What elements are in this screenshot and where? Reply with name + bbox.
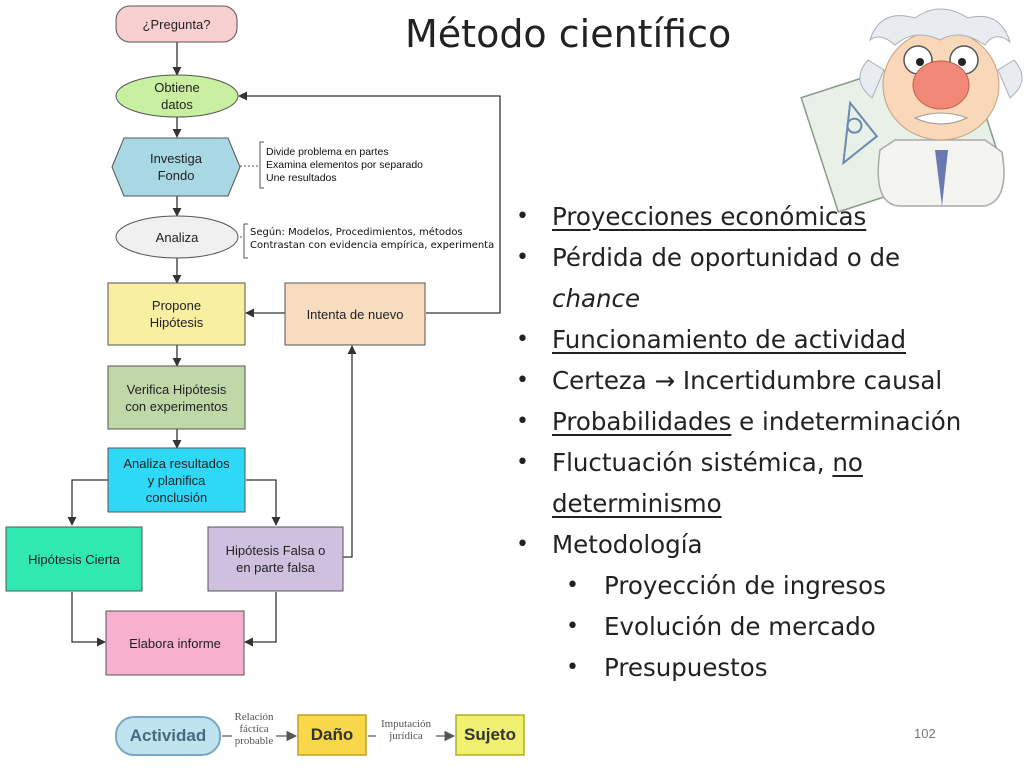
bullet-text: Evolución de mercado xyxy=(604,612,876,641)
sub-bullet-item: Evolución de mercado xyxy=(510,606,1020,647)
question-node xyxy=(115,5,238,43)
report-text: Elabora informe xyxy=(129,635,221,651)
analyze-notes: Según: Modelos, Procedimientos, métodos … xyxy=(250,226,494,252)
propose-line-1: Propone xyxy=(151,298,202,313)
analyze-text: Analiza xyxy=(155,229,199,245)
bullet-item: Metodología xyxy=(510,524,1020,565)
propose-line-2: Hipótesis xyxy=(149,315,204,330)
bottom-imputation-note: Imputación jurídica xyxy=(374,718,438,742)
bullet-text: Pérdida de oportunidad o de xyxy=(552,243,901,272)
question-label: ¿Pregunta? xyxy=(116,6,237,42)
research-notes: Divide problema en partes Examina elemen… xyxy=(266,146,423,185)
false-hypothesis-line-1: Hipótesis Falsa o xyxy=(225,543,326,558)
bullet-text: chance xyxy=(552,284,641,313)
question-text: ¿Pregunta? xyxy=(142,16,211,32)
flowchart-nodes xyxy=(5,5,426,676)
analyze-note-1: Según: Modelos, Procedimientos, métodos xyxy=(250,227,463,238)
research-line-2: Fondo xyxy=(157,168,195,183)
slide-title: Método científico xyxy=(405,12,732,56)
bullet-item: Proyecciones económicas xyxy=(510,196,1020,237)
bottom-activity-box xyxy=(115,716,221,756)
bottom-relation-note: Relación fáctica probable xyxy=(226,711,282,747)
bullet-text-underlined: no xyxy=(832,448,863,477)
relation-line-2: fáctica xyxy=(239,723,269,735)
analyze-node xyxy=(115,215,239,259)
bottom-damage-box xyxy=(297,714,367,756)
bullet-text: Presupuestos xyxy=(604,653,768,682)
obtain-data-label: Obtiene datos xyxy=(116,75,238,117)
research-node xyxy=(111,137,241,197)
propose-label: Propone Hipótesis xyxy=(108,283,245,345)
true-hypothesis-label: Hipótesis Cierta xyxy=(6,527,142,591)
analyze-label: Analiza xyxy=(116,216,238,258)
verify-line-2: con experimentos xyxy=(125,398,228,414)
sub-bullet-item: Proyección de ingresos xyxy=(510,565,1020,606)
bullet-list: Proyecciones económicas Pérdida de oport… xyxy=(510,196,1020,688)
bullet-text: Certeza → Incertidumbre causal xyxy=(552,366,943,395)
false-hypothesis-line-2: en parte falsa xyxy=(236,560,315,575)
imputation-line-1: Imputación xyxy=(380,718,432,730)
research-note-1: Divide problema en partes xyxy=(266,146,389,158)
sub-bullet-item: Presupuestos xyxy=(510,647,1020,688)
bullet-text: Metodología xyxy=(552,530,703,559)
analyze-results-label: Analiza resultados y planifica conclusió… xyxy=(108,448,245,512)
bullet-text: Fluctuación sistémica, xyxy=(552,448,833,477)
bullet-text: e indeterminación xyxy=(731,407,962,436)
true-hypothesis-node xyxy=(5,526,143,592)
obtain-data-line-1: Obtiene xyxy=(154,80,200,95)
report-label: Elabora informe xyxy=(106,611,244,675)
page-number: 102 xyxy=(914,726,936,741)
report-node xyxy=(105,610,245,676)
research-note-3: Une resultados xyxy=(266,172,337,184)
obtain-data-line-2: datos xyxy=(161,97,193,112)
bullet-item: Probabilidades e indeterminación xyxy=(510,401,1020,442)
analyze-results-line-2: y planifica xyxy=(147,472,206,488)
verify-label: Verifica Hipótesis con experimentos xyxy=(108,366,245,429)
bullet-text: determinismo xyxy=(552,489,722,518)
bullet-text: Proyección de ingresos xyxy=(604,571,886,600)
try-again-text: Intenta de nuevo xyxy=(306,306,404,322)
analyze-results-node xyxy=(107,447,246,513)
research-line-1: Investiga xyxy=(149,151,203,166)
bullet-item: Fluctuación sistémica, no xyxy=(510,442,1020,483)
bullet-item: Certeza → Incertidumbre causal xyxy=(510,360,1020,401)
bottom-damage-label: Daño xyxy=(310,725,354,744)
bottom-activity-label: Actividad xyxy=(129,726,207,745)
try-again-node xyxy=(284,282,426,346)
verify-node xyxy=(107,365,246,430)
propose-node xyxy=(107,282,246,346)
relation-line-1: Relación xyxy=(234,711,274,723)
bullet-text: Proyecciones económicas xyxy=(552,202,867,231)
research-note-2: Examina elementos por separado xyxy=(266,159,424,171)
analyze-results-line-3: conclusión xyxy=(145,489,208,505)
try-again-label: Intenta de nuevo xyxy=(285,283,425,345)
imputation-line-2: jurídica xyxy=(389,730,423,742)
false-hypothesis-label: Hipótesis Falsa o en parte falsa xyxy=(208,527,343,591)
analyze-note-2: Contrastan con evidencia empírica, exper… xyxy=(250,240,495,251)
bullet-continuation: chance xyxy=(510,278,1020,319)
flowchart-connectors xyxy=(67,42,501,647)
verify-line-1: Verifica Hipótesis xyxy=(126,381,227,397)
bullet-text: Funcionamiento de actividad xyxy=(552,325,907,354)
true-hypothesis-text: Hipótesis Cierta xyxy=(28,551,120,567)
professor-mascot-illustration xyxy=(800,8,1023,213)
obtain-data-node xyxy=(115,74,239,118)
relation-line-3: probable xyxy=(234,735,274,747)
bottom-subject-label: Sujeto xyxy=(464,725,516,744)
bottom-flow xyxy=(115,714,525,756)
false-hypothesis-node xyxy=(207,526,344,592)
analyze-results-line-1: Analiza resultados xyxy=(123,455,230,471)
bullet-text-underlined: Probabilidades xyxy=(552,407,732,436)
bottom-subject-box xyxy=(455,714,525,756)
research-label: Investiga Fondo xyxy=(112,138,240,196)
bullet-item: Pérdida de oportunidad o de xyxy=(510,237,1020,278)
bullet-item: Funcionamiento de actividad xyxy=(510,319,1020,360)
bullet-continuation: determinismo xyxy=(510,483,1020,524)
